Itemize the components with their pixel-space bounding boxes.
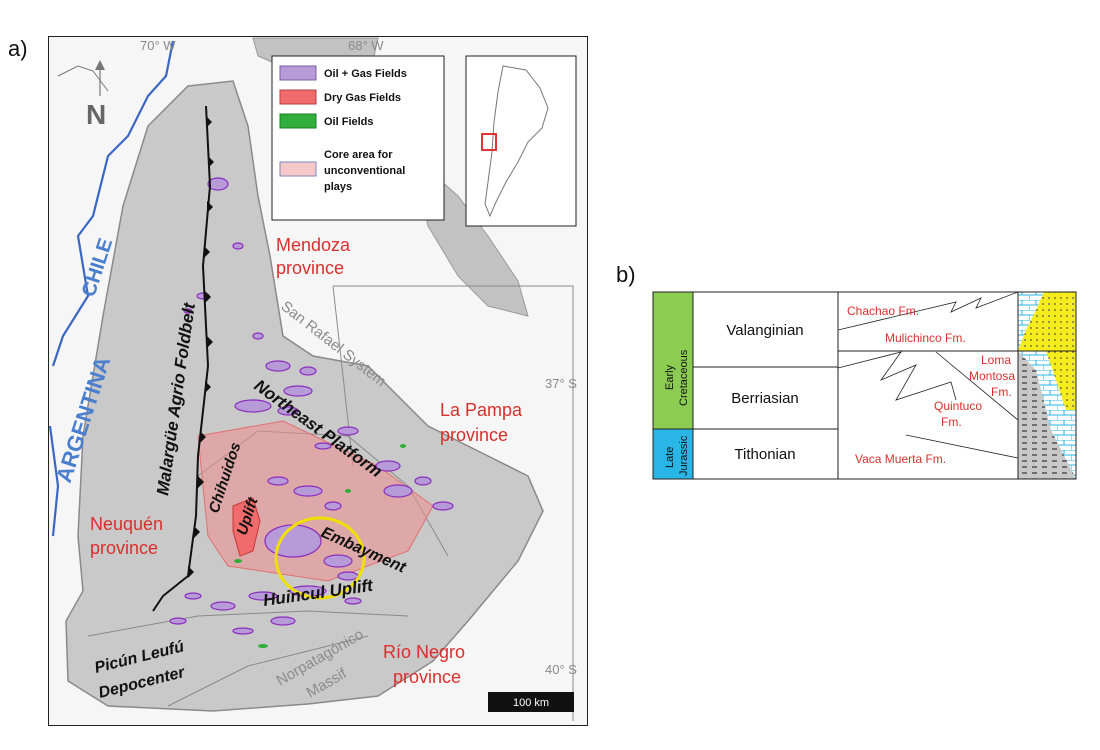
- legend-label-core-1: Core area for: [324, 149, 393, 161]
- legend-swatch-dry-gas: [279, 89, 317, 105]
- fm-chachao: Chachao Fm.: [847, 304, 919, 318]
- era-label-late: Late: [664, 447, 676, 468]
- embayment-highlight-circle: [274, 516, 366, 600]
- legend-label-oil-gas: Oil + Gas Fields: [324, 68, 407, 80]
- era-label-early: Early: [664, 364, 676, 390]
- chile-argentina-border-south: [48, 425, 60, 537]
- neuquen-label-2: province: [90, 538, 158, 558]
- map-legend: Oil + Gas Fields Dry Gas Fields Oil Fiel…: [271, 55, 445, 221]
- stage-tithonian: Tithonian: [734, 446, 795, 463]
- lon-68-label: 68° W: [348, 38, 384, 53]
- lapampa-label-1: La Pampa: [440, 400, 523, 420]
- rionegro-label-2: province: [393, 667, 461, 687]
- neuquen-basin-map: 70° W 68° W 37° S 40° S N CHILE ARGENTIN…: [48, 36, 588, 726]
- argentina-inset-map: [465, 55, 577, 227]
- fm-quintuco-1: Quintuco: [934, 399, 982, 413]
- lapampa-label-2: province: [440, 425, 508, 445]
- scale-bar: [488, 692, 574, 712]
- stage-valanginian: Valanginian: [726, 322, 803, 339]
- stratigraphic-chart: Early Cretaceous Late Jurassic Valangini…: [652, 291, 1077, 480]
- fm-loma-1: Loma: [981, 353, 1011, 367]
- mendoza-label-1: Mendoza: [276, 235, 351, 255]
- panel-b-label: b): [616, 262, 636, 287]
- province-border-east: [333, 285, 574, 721]
- chachao-intertonguing: [837, 291, 1019, 331]
- oil-fields: [234, 444, 406, 648]
- core-area: [197, 420, 434, 582]
- lon-70-label: 70° W: [140, 38, 176, 53]
- vaca-muerta-contact: [905, 434, 1019, 459]
- fm-vaca-muerta: Vaca Muerta Fm.: [855, 452, 946, 466]
- massif-boundary: [167, 635, 369, 707]
- stage-berriasian: Berriasian: [731, 390, 799, 407]
- huincul-boundary: [87, 610, 409, 637]
- inset-location-box: [481, 133, 497, 151]
- lat-37-label: 37° S: [545, 376, 577, 391]
- quintuco-intertonguing: [837, 351, 957, 401]
- legend-label-core-3: plays: [324, 181, 352, 193]
- thrust-teeth: [188, 116, 214, 578]
- chile-argentina-border: [51, 40, 175, 367]
- legend-label-dry-gas: Dry Gas Fields: [324, 92, 401, 104]
- rionegro-label-1: Río Negro: [383, 642, 465, 662]
- legend-label-core-2: unconventional: [324, 165, 405, 177]
- legend-swatch-core: [279, 161, 317, 177]
- scale-bar-label: 100 km: [513, 697, 549, 709]
- dry-gas-field: [232, 497, 261, 557]
- era-label-jurassic: Jurassic: [678, 435, 690, 476]
- fm-mulichinco: Mulichinco Fm.: [885, 331, 966, 345]
- mendoza-label-2: province: [276, 258, 344, 278]
- legend-swatch-oil-gas: [279, 65, 317, 81]
- fm-loma-2: Montosa: [969, 369, 1015, 383]
- lithology-column: [1017, 291, 1077, 480]
- province-border-mendoza: [332, 285, 354, 467]
- fm-quintuco-2: Fm.: [941, 415, 962, 429]
- north-label: N: [86, 99, 106, 130]
- thrust-front-line: [152, 105, 212, 612]
- era-label-cretaceous: Cretaceous: [678, 349, 690, 406]
- legend-box: [271, 55, 445, 221]
- legend-swatch-oil: [279, 113, 317, 129]
- fm-loma-3: Fm.: [991, 385, 1012, 399]
- loma-montosa-contact: [935, 351, 1019, 421]
- neuquen-label-1: Neuquén: [90, 514, 163, 534]
- stage-tithonian-cell: [692, 428, 839, 480]
- north-arrow-icon: N: [86, 60, 106, 130]
- panel-a-label: a): [8, 36, 28, 61]
- legend-label-oil: Oil Fields: [324, 116, 374, 128]
- lat-40-label: 40° S: [545, 662, 577, 677]
